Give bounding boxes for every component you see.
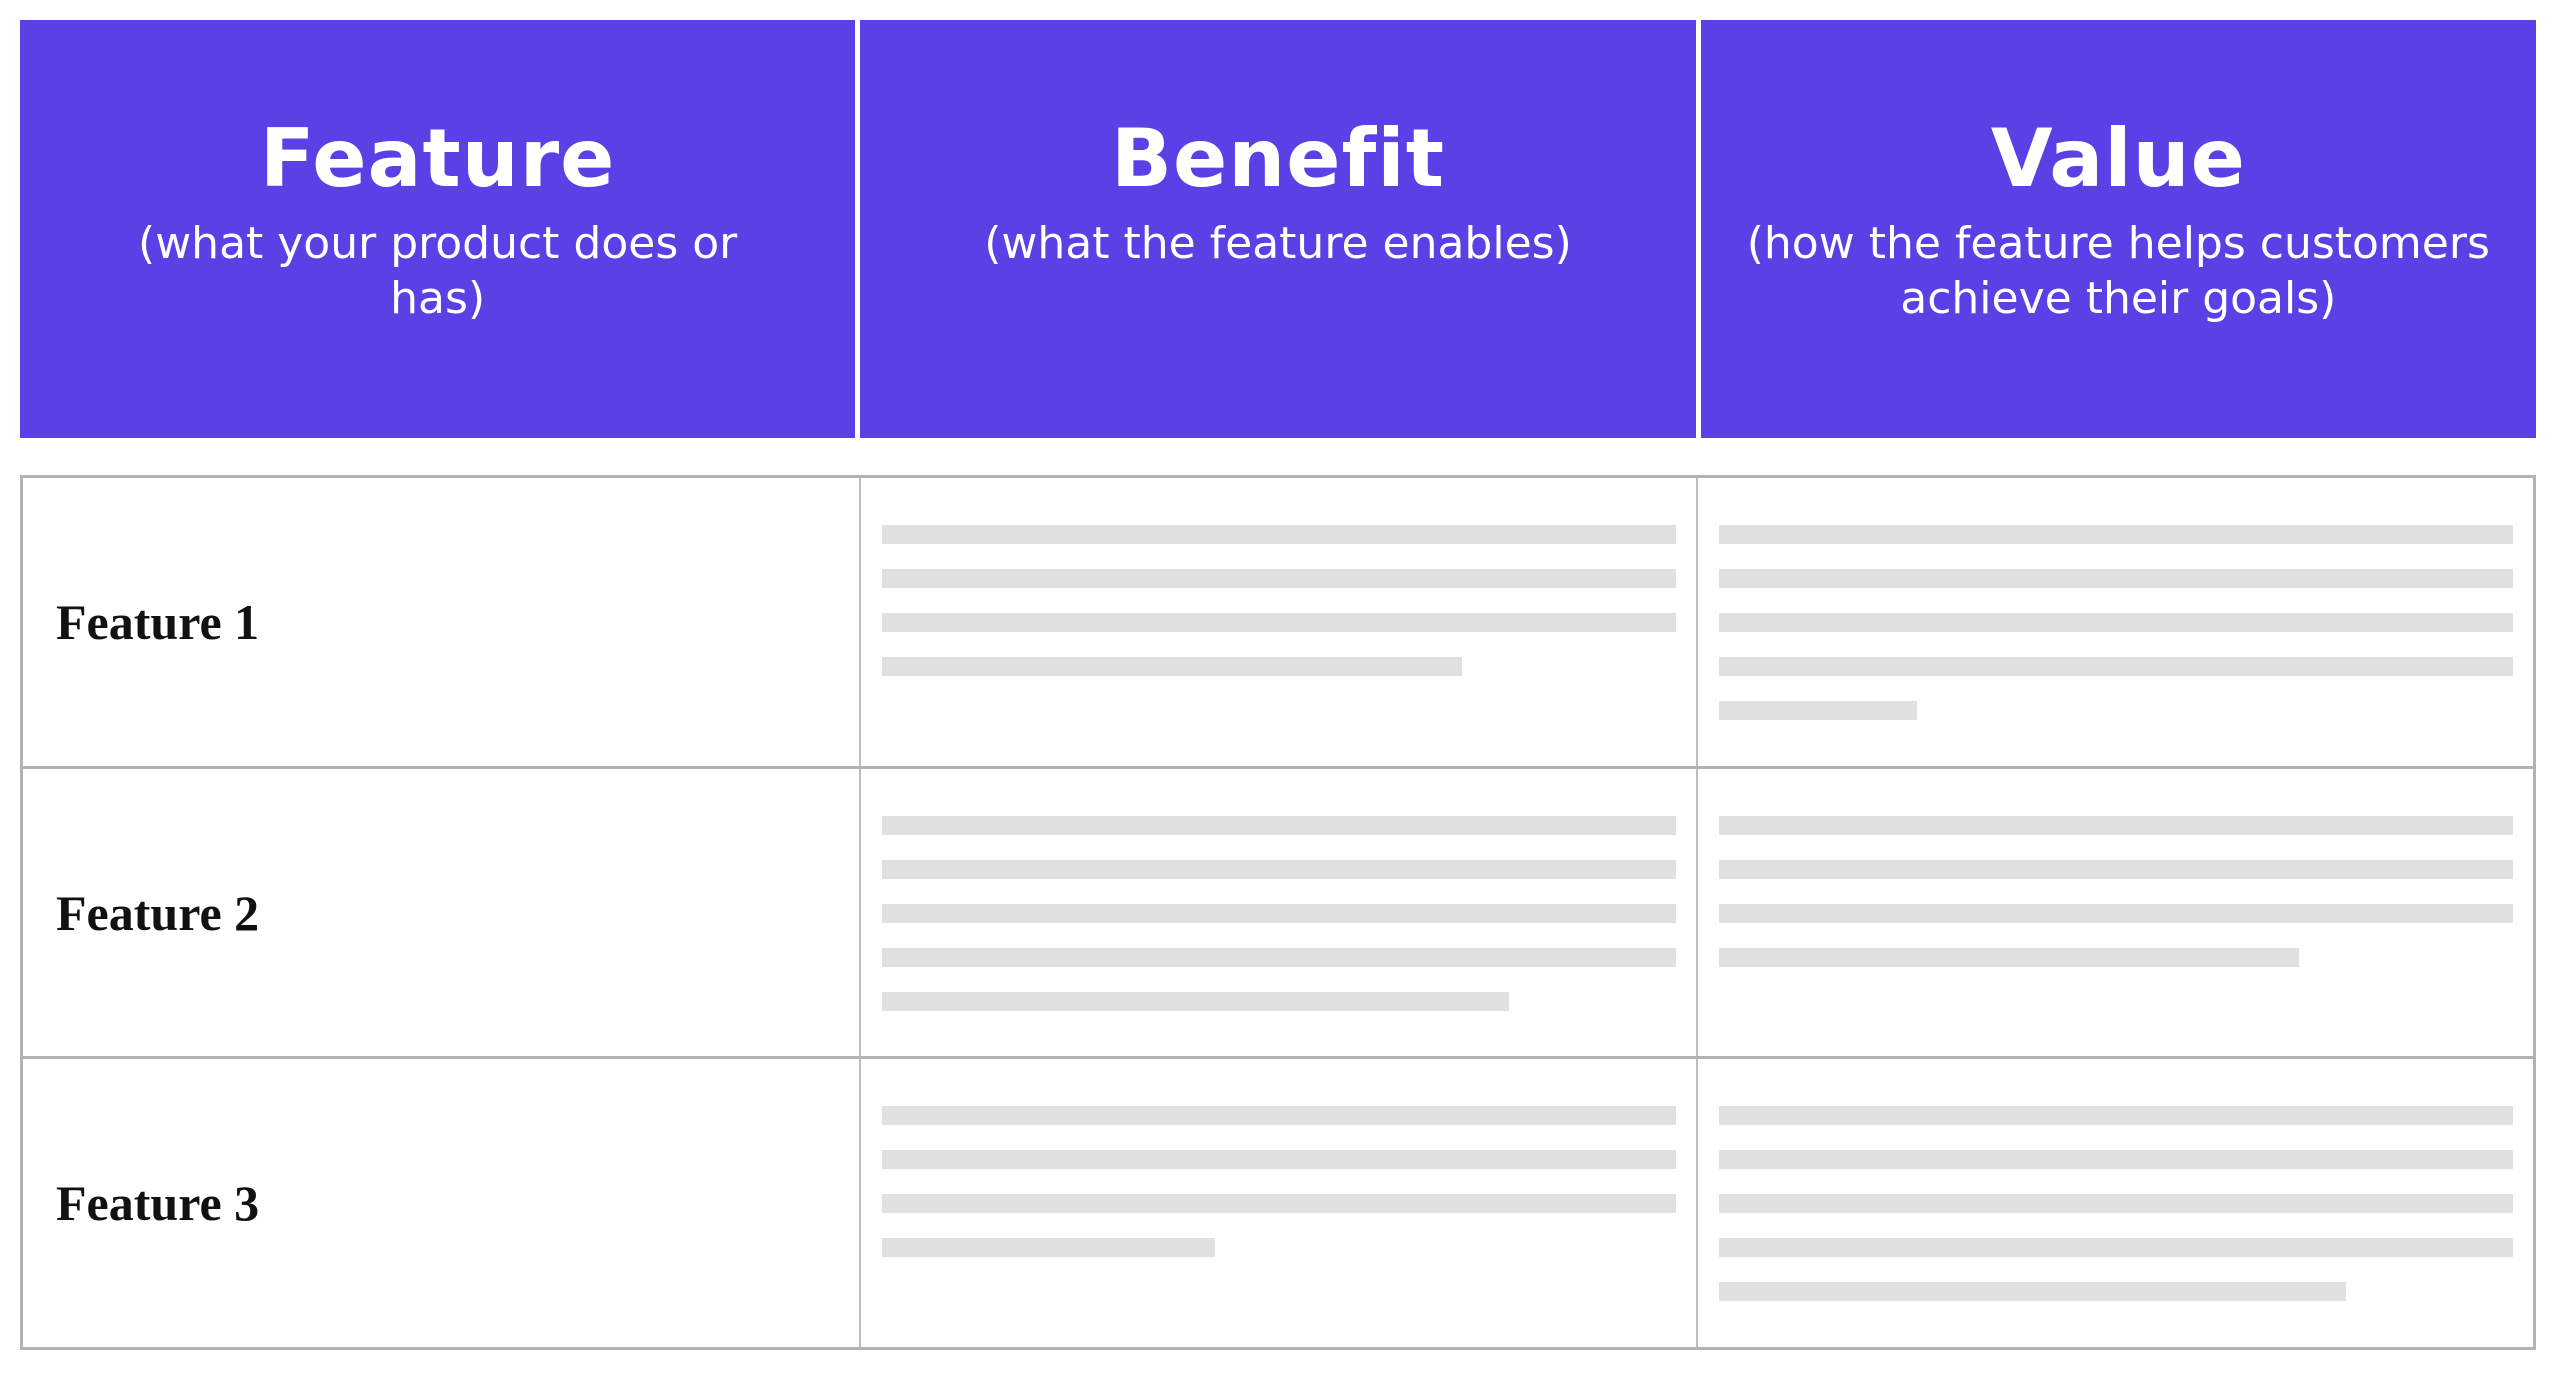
table-body: Feature 1 Feature 2 Feature 3 <box>20 475 2536 1350</box>
placeholder-text-bar <box>881 1150 1676 1170</box>
placeholder-text-bar <box>1718 1238 2514 1258</box>
placeholder-text-bar <box>881 903 1676 923</box>
table-row: Feature 3 <box>23 1056 2533 1348</box>
placeholder-text-bar <box>881 1238 1216 1258</box>
placeholder-text-bar <box>1718 1106 2514 1126</box>
placeholder-text-bar <box>1718 1150 2514 1170</box>
placeholder-text-bar <box>881 991 1510 1011</box>
column-title-benefit: Benefit <box>1111 112 1445 205</box>
column-subtitle-value: (how the feature helps customers achieve… <box>1746 217 2490 325</box>
placeholder-text-bar <box>881 947 1676 967</box>
placeholder-text-bar <box>1718 1282 2347 1302</box>
row-label-text: Feature 2 <box>56 884 260 941</box>
placeholder-text-bar <box>881 525 1676 544</box>
column-title-value: Value <box>1990 112 2246 205</box>
benefit-placeholder-cell <box>858 478 1696 766</box>
column-subtitle-benefit: (what the feature enables) <box>984 217 1572 269</box>
value-placeholder-cell <box>1695 1059 2533 1348</box>
placeholder-text-bar <box>881 613 1676 632</box>
placeholder-text-bar <box>1718 947 2299 967</box>
table-header: Feature (what your product does or has) … <box>20 20 2536 438</box>
row-label: Feature 2 <box>23 769 859 1057</box>
placeholder-text-bar <box>1718 569 2514 588</box>
column-title-feature: Feature <box>259 112 616 205</box>
placeholder-text-bar <box>881 657 1462 676</box>
table-row: Feature 2 <box>23 765 2533 1057</box>
table-row: Feature 1 <box>23 478 2533 766</box>
placeholder-text-bar <box>881 859 1676 879</box>
value-placeholder-cell <box>1695 768 2533 1057</box>
header-cell-benefit: Benefit (what the feature enables) <box>860 20 1696 438</box>
row-label: Feature 3 <box>23 1059 859 1347</box>
placeholder-text-bar <box>881 1194 1676 1214</box>
placeholder-text-bar <box>1718 613 2514 632</box>
value-placeholder-cell <box>1695 478 2533 766</box>
placeholder-text-bar <box>1718 657 2514 676</box>
placeholder-text-bar <box>881 815 1676 835</box>
column-subtitle-feature: (what your product does or has) <box>138 217 738 325</box>
placeholder-text-bar <box>1718 701 1918 720</box>
header-cell-feature: Feature (what your product does or has) <box>20 20 856 438</box>
header-cell-value: Value (how the feature helps customers a… <box>1700 20 2536 438</box>
row-label: Feature 1 <box>23 478 859 766</box>
placeholder-text-bar <box>1718 525 2514 544</box>
placeholder-text-bar <box>1718 815 2514 835</box>
benefit-placeholder-cell <box>858 768 1696 1057</box>
placeholder-text-bar <box>1718 1194 2514 1214</box>
placeholder-text-bar <box>881 569 1676 588</box>
benefit-placeholder-cell <box>858 1059 1696 1348</box>
placeholder-text-bar <box>1718 903 2514 923</box>
row-label-text: Feature 3 <box>56 1175 260 1232</box>
row-label-text: Feature 1 <box>56 593 260 650</box>
placeholder-text-bar <box>881 1106 1676 1126</box>
placeholder-text-bar <box>1718 859 2514 879</box>
